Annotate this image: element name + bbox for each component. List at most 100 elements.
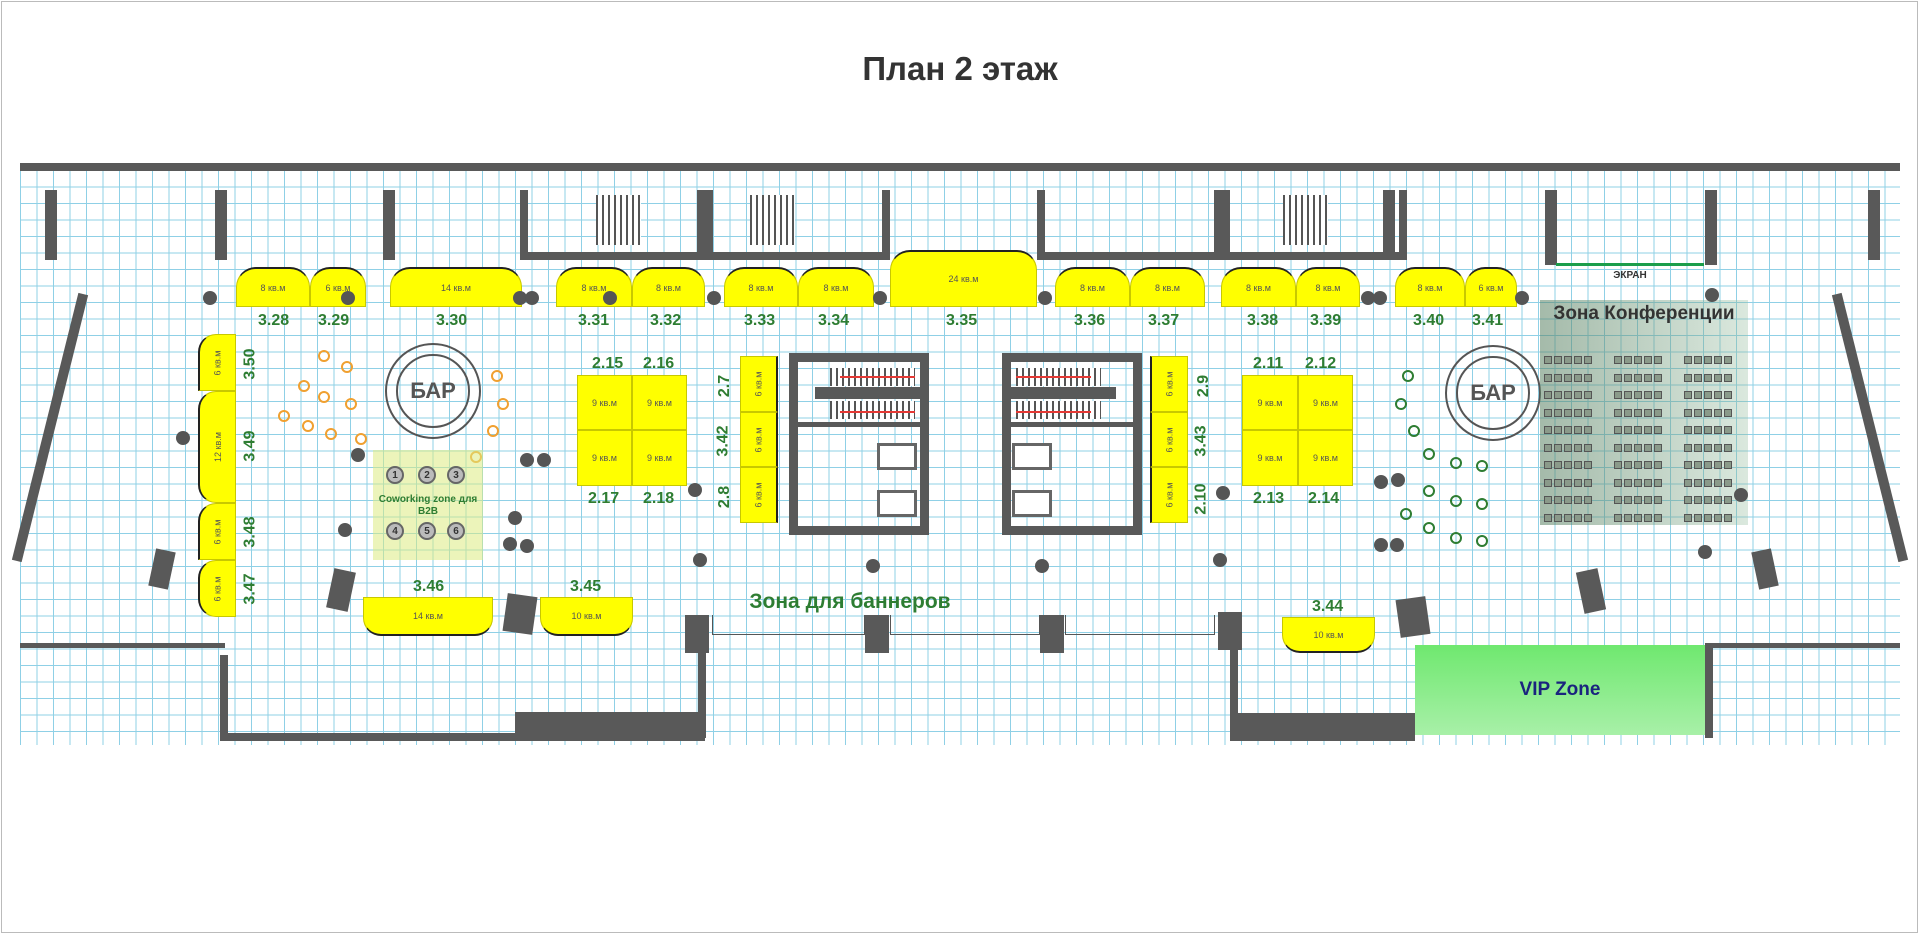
booth-3-33[interactable]: 8 кв.м — [724, 267, 798, 307]
seat-icon — [1634, 391, 1642, 399]
table-icon[interactable]: 1 — [386, 466, 404, 484]
booth-3-28[interactable]: 8 кв.м — [236, 267, 310, 307]
seat-icon — [1624, 373, 1632, 382]
bar-right: БАР — [1445, 345, 1541, 441]
seat-icon — [1694, 496, 1702, 504]
booth-area: 9 кв.м — [1313, 397, 1338, 408]
seat-icon — [1684, 461, 1692, 469]
column-icon — [351, 448, 365, 462]
booth-3-38[interactable]: 8 кв.м — [1221, 267, 1296, 307]
booth-2-16[interactable]: 9 кв.м — [632, 375, 687, 430]
seat-icon — [1684, 496, 1692, 504]
pillar — [1395, 596, 1431, 638]
seat-icon — [1654, 426, 1662, 434]
booth-3-29[interactable]: 6 кв.м — [310, 267, 366, 307]
booth-3-47[interactable]: 6 кв.м — [198, 560, 236, 617]
seat-icon — [1634, 461, 1642, 469]
booth-2-15[interactable]: 9 кв.м — [577, 375, 632, 430]
booth-3-34[interactable]: 8 кв.м — [798, 267, 874, 307]
booth-3-40[interactable]: 8 кв.м — [1395, 267, 1465, 307]
booth-3-30[interactable]: 14 кв.м — [390, 267, 522, 307]
bottom-wall — [1230, 713, 1415, 741]
booth-number: 2.18 — [643, 490, 675, 507]
booth-3-42[interactable]: 6 кв.м — [740, 412, 778, 467]
column-icon — [520, 539, 534, 553]
seat-icon — [1634, 356, 1642, 364]
booth-area: 8 кв.м — [260, 282, 286, 293]
booth-area: 12 кв.м — [212, 432, 223, 462]
booth-2-12[interactable]: 9 кв.м — [1298, 375, 1353, 430]
booth-3-50[interactable]: 6 кв.м — [198, 334, 236, 391]
seat-icon — [1684, 426, 1692, 434]
seat-icon — [1714, 391, 1722, 399]
booth-2-13[interactable]: 9 кв.м — [1242, 430, 1298, 486]
screen-label: ЭКРАН — [1613, 270, 1647, 281]
booth-number: 2.12 — [1305, 355, 1337, 372]
seat-icon — [1634, 478, 1642, 487]
booth-area: 9 кв.м — [1257, 397, 1283, 408]
booth-number: 2.10 — [1192, 483, 1210, 515]
booth-2-14[interactable]: 9 кв.м — [1298, 430, 1353, 486]
column-icon — [1038, 291, 1052, 305]
booth-3-45[interactable]: 10 кв.м — [540, 597, 633, 636]
booth-2-7[interactable]: 6 кв.м — [740, 356, 778, 412]
booth-2-9[interactable]: 6 кв.м — [1150, 356, 1188, 412]
seat-icon — [1714, 443, 1722, 452]
booth-area: 24 кв.м — [948, 274, 979, 284]
table-icon[interactable]: 5 — [418, 522, 436, 540]
booth-3-37[interactable]: 8 кв.м — [1130, 267, 1205, 307]
booth-3-44[interactable]: 10 кв.м — [1282, 617, 1375, 653]
booth-3-35[interactable]: 24 кв.м — [890, 250, 1037, 307]
column-icon — [1216, 486, 1230, 500]
banner-stand — [890, 615, 1040, 635]
bottom-wall — [20, 643, 225, 648]
seat-icon — [1644, 461, 1652, 469]
booth-3-49[interactable]: 12 кв.м — [198, 391, 236, 503]
column-icon — [520, 453, 534, 467]
booth-3-39[interactable]: 8 кв.м — [1296, 267, 1360, 307]
stool-icon — [1450, 495, 1462, 507]
stool-icon — [1400, 508, 1412, 520]
seat-icon — [1644, 426, 1652, 434]
booth-2-11[interactable]: 9 кв.м — [1242, 375, 1298, 430]
booth-3-31[interactable]: 8 кв.м — [556, 267, 632, 307]
stool-icon — [278, 410, 290, 422]
seat-icon — [1584, 356, 1592, 364]
booth-area: 8 кв.м — [1080, 282, 1105, 293]
seat-icon — [1724, 408, 1732, 417]
seat-icon — [1574, 373, 1582, 382]
conference-title: Зона Конференции — [1553, 303, 1735, 324]
booth-number: 2.7 — [716, 374, 734, 398]
booth-3-41[interactable]: 6 кв.м — [1465, 267, 1517, 307]
booth-number: 3.34 — [818, 312, 850, 329]
table-icon[interactable]: 6 — [447, 522, 465, 540]
bottom-wall — [515, 712, 705, 734]
seat-icon — [1574, 513, 1582, 522]
seat-icon — [1544, 496, 1552, 504]
booth-3-46[interactable]: 14 кв.м — [363, 597, 493, 636]
booth-number: 3.42 — [714, 425, 732, 457]
seat-icon — [1694, 408, 1702, 417]
stool-icon — [298, 380, 310, 392]
booth-3-48[interactable]: 6 кв.м — [198, 503, 236, 560]
stool-icon — [341, 361, 353, 373]
table-icon[interactable]: 4 — [386, 522, 404, 540]
booth-3-36[interactable]: 8 кв.м — [1055, 267, 1130, 307]
booth-2-17[interactable]: 9 кв.м — [577, 430, 632, 486]
page-title: План 2 этаж — [862, 50, 1058, 87]
booth-3-43[interactable]: 6 кв.м — [1150, 412, 1188, 467]
booth-2-10[interactable]: 6 кв.м — [1150, 467, 1188, 523]
elevator-icon — [1012, 490, 1052, 517]
booth-2-18[interactable]: 9 кв.м — [632, 430, 687, 486]
booth-number: 3.28 — [258, 312, 290, 329]
stool-icon — [1395, 398, 1407, 410]
table-icon[interactable]: 2 — [418, 466, 436, 484]
booth-area: 10 кв.м — [571, 611, 602, 621]
booth-2-8[interactable]: 6 кв.м — [740, 467, 778, 523]
coworking-title: Coworking zone для B2B — [378, 494, 478, 517]
booth-3-32[interactable]: 8 кв.м — [632, 267, 705, 307]
seat-icon — [1694, 391, 1702, 399]
column-icon — [1035, 559, 1049, 573]
seat-icon — [1624, 461, 1632, 469]
table-icon[interactable]: 3 — [447, 466, 465, 484]
